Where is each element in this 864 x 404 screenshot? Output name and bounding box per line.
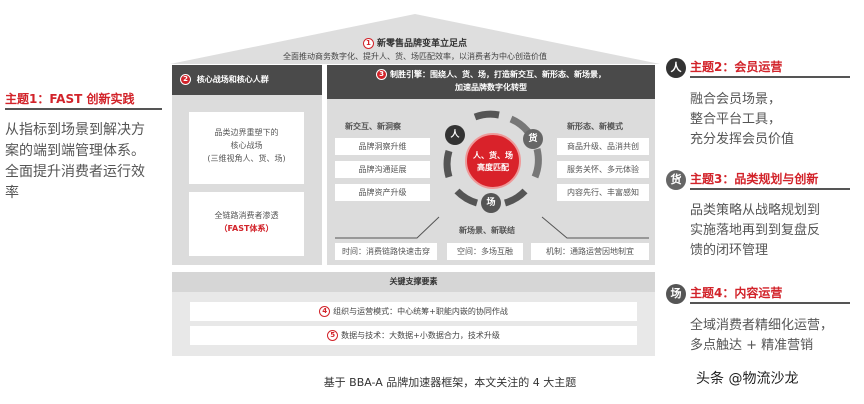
people-node-icon: 人 [445,125,465,145]
theme-3-title: 主题3：品类规划与创新 [690,170,850,190]
theme-4-body: 全域消费者精细化运营， 多点触达 + 精准营销 [690,318,834,353]
column-header: 2 核心战场和核心人群 [172,65,322,95]
theme-3-body: 品类策略从战略规划到 实施落地再到到复盘反 馈的闭环管理 [690,203,821,258]
new-scene-label: 新场景、新联结 [459,226,515,235]
goods-node-icon: 货 [523,129,543,149]
number-badge-1: 1 [362,38,374,49]
list-item: 品牌沟通延展 [335,161,430,178]
list-item: 内容先行、丰富感知 [557,184,649,201]
goods-icon: 货 [666,170,686,190]
figure-caption: 基于 BBA-A 品牌加速器框架，本文关注的 4 大主题 [323,376,577,389]
support-row: 5 数据与技术：大数据+小数据合力，技术升级 [190,326,637,345]
list-item: 品牌洞察升维 [335,138,430,155]
number-badge-2: 2 [180,74,191,85]
theme-2-body: 融合会员场景， 整合平台工具， 充分发挥会员价值 [690,92,795,147]
number-badge-5: 5 [327,330,339,341]
support-row: 4 组织与运营模式：中心统筹+职能内嵌的协同作战 [190,302,637,321]
list-item: 时间：消费链路快速击穿 [335,243,437,260]
place-node-icon: 场 [481,193,501,213]
new-interaction-label: 新交互、新洞察 [345,122,401,131]
roof-shape [170,14,660,64]
theme-4-title: 主题4：内容运营 [690,284,850,304]
key-support-section: 关键支撑要素 4 组织与运营模式：中心统筹+职能内嵌的协同作战 5 数据与技术：… [172,272,655,356]
column-header: 3 制胜引擎：围绕人、货、场，打造新交互、新形态、新场景， 加速品牌数字化转型 [327,65,655,99]
list-item: 机制：通路运营因地制宜 [531,243,649,260]
core-match-circle: 人、货、场 高度匹配 [465,133,521,189]
number-badge-3: 3 [376,69,387,80]
connector-lines [335,216,649,239]
new-form-label: 新形态、新模式 [567,122,623,131]
theme-1-body: 从指标到场景到解决方 案的端到端管理体系。 全面提升消费者运行效 率 [5,122,145,201]
core-battlefield-column: 2 核心战场和核心人群 品类边界重塑下的 核心战场 (三维视角人、货、场) 全链… [172,65,322,265]
support-header: 关键支撑要素 [172,272,655,292]
roof-subtitle: 全面推动商务数字化、提升人、货、场匹配效率，以消费者为中心创造价值 [283,52,547,61]
list-item: 空间：多场互融 [447,243,523,260]
winning-engine-column: 3 制胜引擎：围绕人、货、场，打造新交互、新形态、新场景， 加速品牌数字化转型 … [327,65,655,265]
consumer-penetration-box: 全链路消费者渗透 （FAST体系） [189,192,304,256]
watermark: 头条 @物流沙龙 [696,371,799,387]
list-item: 服务关怀、多元体验 [557,161,649,178]
people-icon: 人 [666,58,686,78]
people-goods-place-circle: 人、货、场 高度匹配 人 货 场 [437,107,547,215]
list-item: 品牌资产升级 [335,184,430,201]
theme-1-title: 主题1：FAST 创新实践 [5,90,162,110]
place-icon: 场 [666,284,686,304]
theme-2-title: 主题2：会员运营 [690,58,850,78]
number-badge-4: 4 [319,306,331,317]
list-item: 商品升级、品消共创 [557,138,649,155]
core-battlefield-box: 品类边界重塑下的 核心战场 (三维视角人、货、场) [189,112,304,184]
